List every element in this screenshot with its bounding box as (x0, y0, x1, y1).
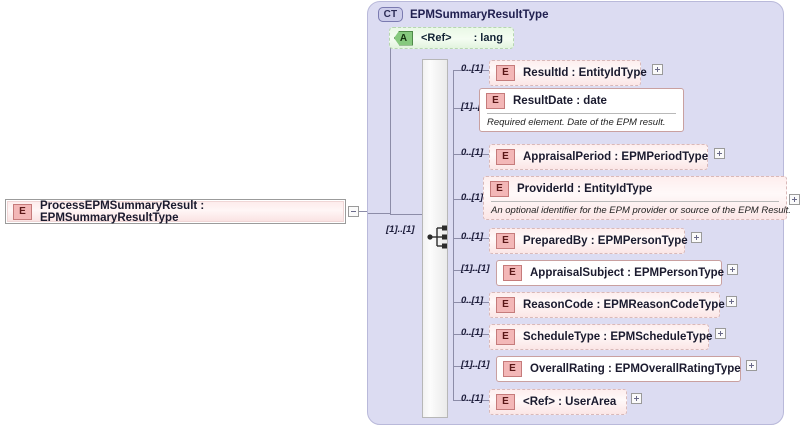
element-icon: E (496, 65, 515, 81)
element-box-appraisalsubject[interactable]: E AppraisalSubject : EPMPersonType (496, 260, 724, 286)
root-element-label: ProcessEPMSummaryResult : EPMSummaryResu… (40, 199, 205, 224)
element-icon: E (496, 329, 515, 345)
expand-toggle-overallrating[interactable] (746, 360, 757, 371)
element-main-row: E ResultDate : date (481, 90, 682, 112)
element-box-resultdate[interactable]: E ResultDate : date Required element. Da… (479, 88, 684, 132)
root-element-collapse-toggle[interactable] (348, 206, 359, 217)
root-element-inner: E ProcessEPMSummaryResult : EPMSummaryRe… (7, 199, 344, 224)
element-label: ResultDate : date (513, 95, 607, 107)
expand-toggle-userarea[interactable] (631, 393, 642, 404)
element-main-row: E ReasonCode : EPMReasonCodeType (491, 294, 725, 316)
element-main-row: E <Ref> : UserArea (491, 391, 625, 413)
cardinality-label: 0..[1] (461, 295, 484, 306)
connector-branch-6 (453, 270, 479, 271)
element-label: <Ref> : UserArea (523, 396, 617, 408)
element-box-providerid[interactable]: E ProviderId : EntityIdType An optional … (483, 176, 791, 220)
connector-branch-1 (453, 70, 489, 71)
element-main-row: E ProviderId : EntityIdType (485, 178, 785, 200)
sequence-compositor-icon[interactable] (427, 224, 453, 250)
attribute-name: <Ref> (421, 32, 452, 44)
element-icon: E (496, 394, 515, 410)
element-main-row: E ScheduleType : EPMScheduleType (491, 326, 712, 348)
element-icon: E (496, 233, 515, 249)
element-icon: E (13, 203, 32, 220)
element-label: ReasonCode : EPMReasonCodeType (523, 299, 725, 311)
expand-toggle-scheduletype[interactable] (715, 328, 726, 339)
element-main-row: E OverallRating : EPMOverallRatingType (498, 358, 741, 380)
sequence-cardinality: [1]..[1] (386, 224, 415, 235)
connector-to-sequence (390, 214, 422, 215)
element-icon: E (496, 149, 515, 165)
cardinality-label: [1]..[1] (461, 263, 490, 274)
cardinality-label: 0..[1] (461, 147, 484, 158)
element-documentation: Required element. Date of the EPM result… (487, 113, 676, 128)
element-main-row: E AppraisalSubject : EPMPersonType (498, 262, 724, 284)
element-box-appraisalperiod[interactable]: E AppraisalPeriod : EPMPeriodType (489, 144, 708, 170)
connector-branch-8 (453, 334, 489, 335)
attribute-type: : lang (473, 32, 503, 44)
element-main-row: E PreparedBy : EPMPersonType (491, 230, 688, 252)
cardinality-label: 0..[1] (461, 327, 484, 338)
connector-branch-7 (453, 302, 489, 303)
attribute-row-lang[interactable]: A <Ref> : lang (389, 27, 514, 49)
connector-branch-10 (453, 400, 489, 401)
element-label: ResultId : EntityIdType (523, 67, 647, 79)
complextype-icon: CT (378, 7, 403, 22)
connector-branch-spine (453, 70, 454, 400)
connector-branch-5 (453, 238, 489, 239)
element-label: OverallRating : EPMOverallRatingType (530, 363, 741, 375)
connector-branch-9 (453, 366, 479, 367)
element-documentation: An optional identifier for the EPM provi… (491, 201, 791, 216)
attribute-icon: A (394, 30, 413, 46)
root-element-box[interactable]: E ProcessEPMSummaryResult : EPMSummaryRe… (5, 199, 346, 224)
expand-toggle-appraisalsubject[interactable] (727, 264, 738, 275)
cardinality-label: 0..[1] (461, 231, 484, 242)
element-label: ProviderId : EntityIdType (517, 183, 653, 195)
element-label: AppraisalPeriod : EPMPeriodType (523, 151, 709, 163)
element-main-row: E AppraisalPeriod : EPMPeriodType (491, 146, 709, 168)
element-icon: E (486, 93, 505, 109)
connector-branch-3 (453, 154, 489, 155)
complextype-header: CT EPMSummaryResultType (378, 7, 548, 22)
expand-toggle-appraisalperiod[interactable] (714, 148, 725, 159)
element-box-overallrating[interactable]: E OverallRating : EPMOverallRatingType (496, 356, 741, 382)
expand-toggle-resultid[interactable] (652, 64, 663, 75)
element-label: ScheduleType : EPMScheduleType (523, 331, 713, 343)
connector-vertical-attr (390, 40, 391, 215)
element-box-userarea[interactable]: E <Ref> : UserArea (489, 389, 627, 415)
element-icon: E (503, 265, 522, 281)
cardinality-label: 0..[1] (461, 63, 484, 74)
connector-branch-2 (453, 108, 479, 109)
cardinality-label: [1]..[1] (461, 359, 490, 370)
expand-toggle-reasoncode[interactable] (726, 296, 737, 307)
element-box-scheduletype[interactable]: E ScheduleType : EPMScheduleType (489, 324, 712, 350)
element-icon: E (496, 297, 515, 313)
cardinality-label: 0..[1] (461, 192, 484, 203)
element-icon: E (503, 361, 522, 377)
cardinality-label: [1]..[1] (461, 101, 490, 112)
connector-in-stub (368, 213, 390, 214)
expand-toggle-preparedby[interactable] (691, 232, 702, 243)
element-main-row: E ResultId : EntityIdType (491, 62, 647, 84)
element-box-preparedby[interactable]: E PreparedBy : EPMPersonType (489, 228, 688, 254)
element-label: AppraisalSubject : EPMPersonType (530, 267, 725, 279)
element-label: PreparedBy : EPMPersonType (523, 235, 688, 247)
element-box-reasoncode[interactable]: E ReasonCode : EPMReasonCodeType (489, 292, 725, 318)
element-icon: E (490, 181, 509, 197)
element-box-resultid[interactable]: E ResultId : EntityIdType (489, 60, 647, 86)
expand-toggle-providerid[interactable] (789, 194, 800, 205)
cardinality-label: 0..[1] (461, 393, 484, 404)
connector-branch-4 (453, 199, 479, 200)
complextype-name: EPMSummaryResultType (410, 8, 549, 21)
